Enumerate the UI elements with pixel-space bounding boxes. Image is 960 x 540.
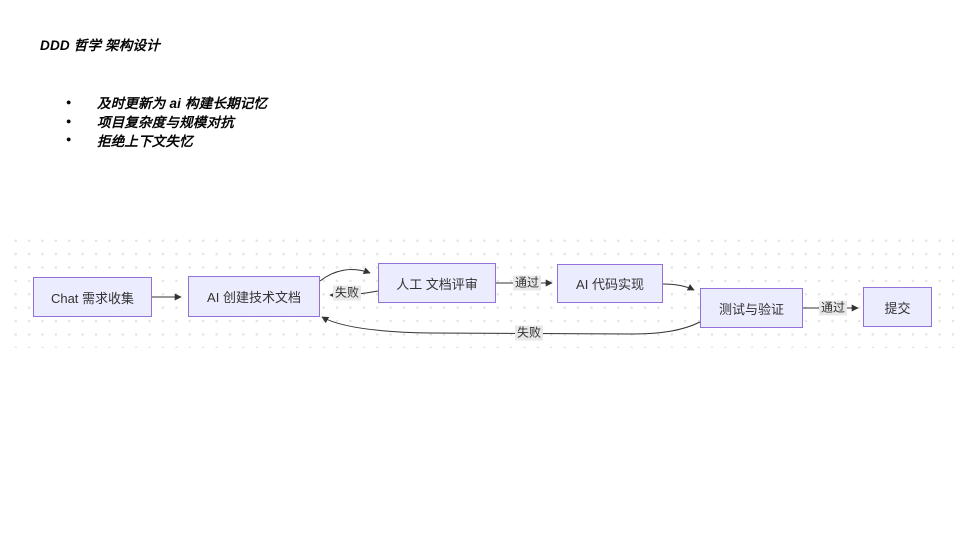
list-item: ● 及时更新为 ai 构建长期记忆 — [66, 93, 267, 112]
bullet-icon: ● — [66, 134, 72, 145]
node-human-doc-review: 人工 文档评审 — [378, 263, 496, 303]
page-title: DDD 哲学 架构设计 — [40, 38, 160, 53]
node-test-verify: 测试与验证 — [700, 288, 803, 328]
list-item-text: 拒绝上下文失忆 — [97, 134, 193, 149]
node-submit: 提交 — [863, 287, 932, 327]
list-item-text: 项目复杂度与规模对抗 — [97, 115, 234, 131]
bullet-list: ● 及时更新为 ai 构建长期记忆 ● 项目复杂度与规模对抗 ● 拒绝上下文失忆 — [66, 93, 267, 149]
node-ai-code-impl: AI 代码实现 — [557, 264, 663, 303]
node-chat-requirements: Chat 需求收集 — [33, 277, 152, 317]
node-ai-create-doc: AI 创建技术文档 — [188, 276, 320, 317]
list-item-text: 及时更新为 ai 构建长期记忆 — [97, 96, 268, 112]
list-item: ● 拒绝上下文失忆 — [66, 131, 267, 150]
bullet-icon: ● — [66, 115, 72, 126]
edge-label-fail-test: 失败 — [514, 325, 544, 341]
list-item: ● 项目复杂度与规模对抗 — [66, 112, 267, 131]
edge-label-pass-review: 通过 — [512, 275, 542, 291]
edge-label-fail-review: 失败 — [332, 285, 362, 301]
bullet-icon: ● — [66, 96, 72, 107]
edge-label-pass-test: 通过 — [818, 300, 848, 316]
